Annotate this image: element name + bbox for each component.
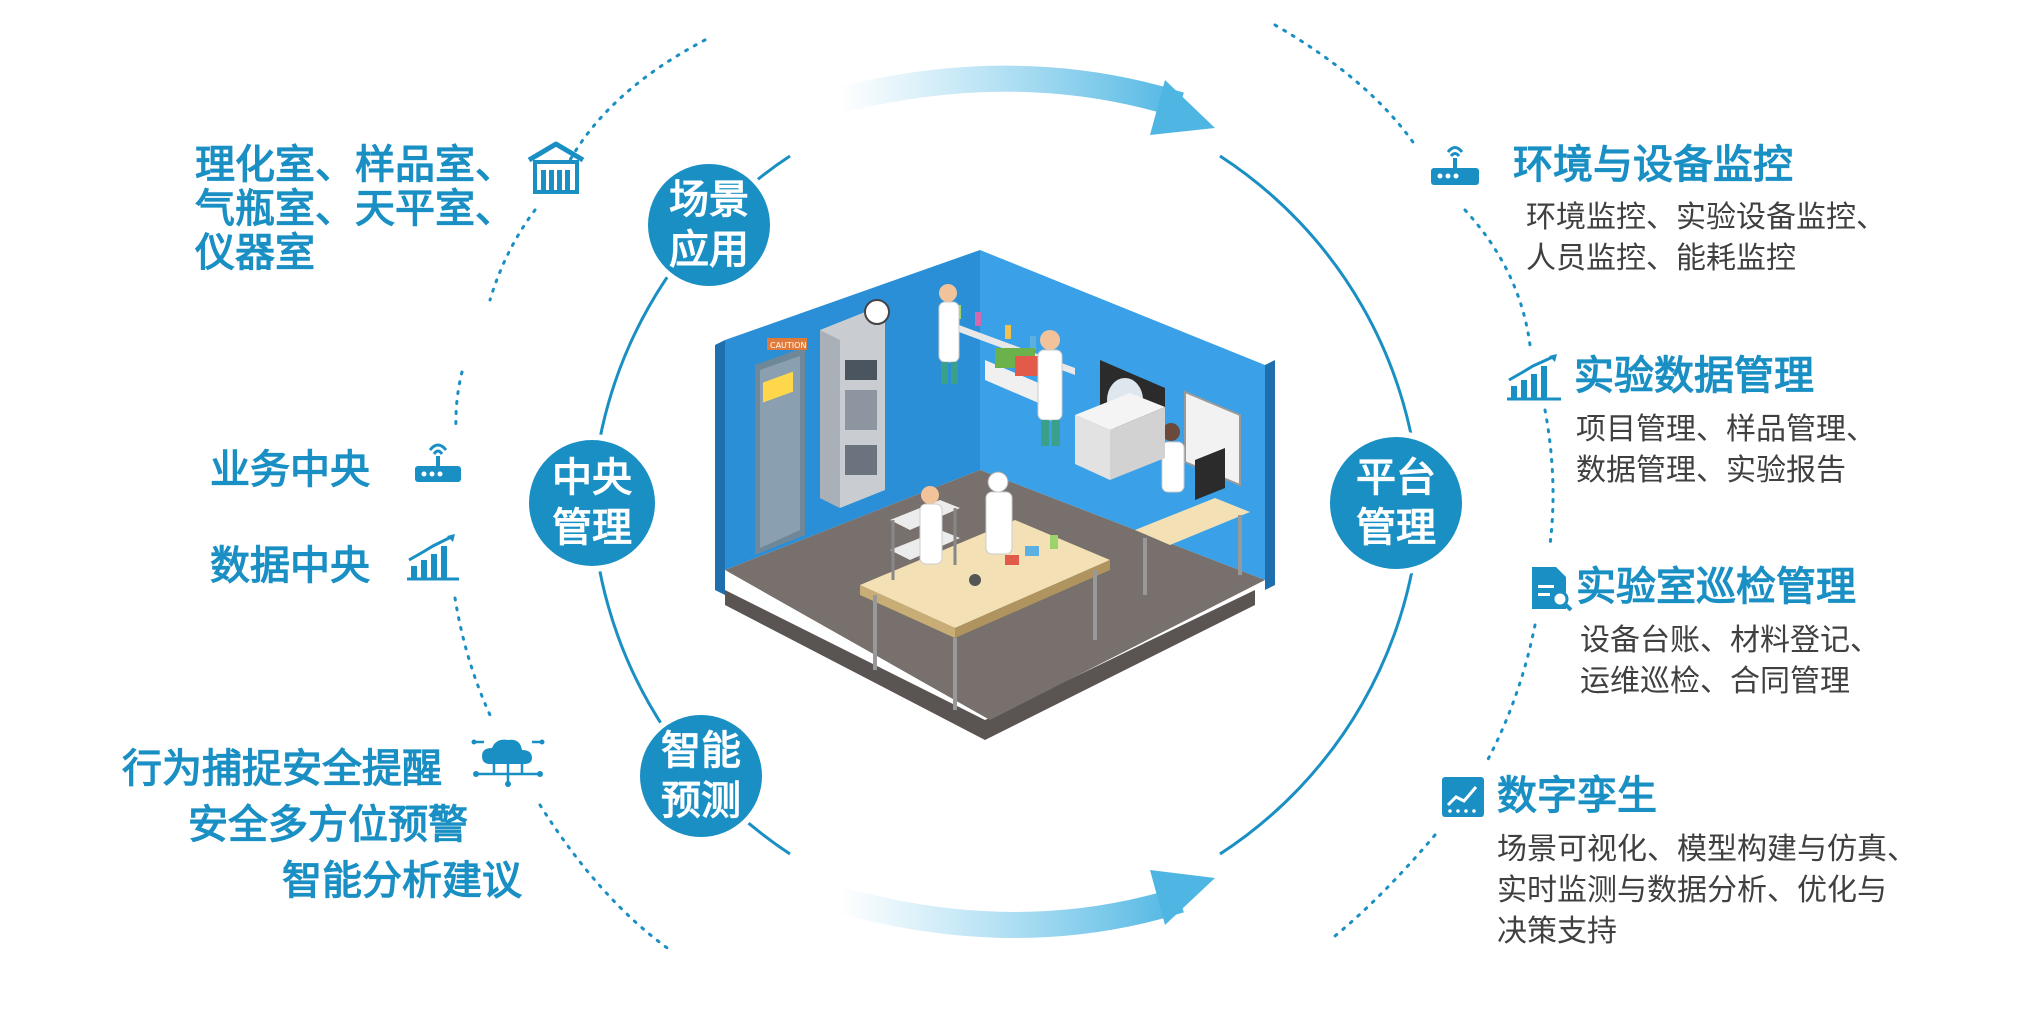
data-center-label: 数据中央 [210,543,370,589]
patrol-management-desc2: 运维巡检、合同管理 [1580,664,1850,699]
env-monitoring-title: 环境与设备监控 [1513,142,1793,188]
data-management-desc1: 项目管理、样品管理、 [1576,412,1876,447]
caution-sign [767,338,807,350]
bubble-platform-line2: 管理 [1356,505,1436,551]
room-types-line1: 理化室、样品室、 [195,142,515,188]
prediction-line3: 智能分析建议 [282,858,522,904]
bubble-scene-application: 场景 应用 [648,164,770,286]
bubble-central-management: 中央 管理 [529,440,655,566]
bubble-central-line1: 中央 [552,455,632,501]
bubble-scene-line1: 场景 [669,177,749,223]
prediction-line1: 行为捕捉安全提醒 [122,746,442,792]
data-management-title: 实验数据管理 [1574,353,1814,399]
top-arrow-shaft [836,65,1184,118]
document-search-icon [1528,563,1574,613]
bubble-scene-line2: 应用 [669,227,749,273]
bubble-smart-prediction: 智能 预测 [640,715,762,837]
scientist-1 [938,284,960,384]
env-monitoring-desc2: 人员监控、能耗监控 [1526,241,1796,276]
scientist-5 [1161,423,1185,493]
business-center-label: 业务中央 [210,447,370,493]
scientist-3 [919,486,943,565]
env-monitoring-desc1: 环境监控、实验设备监控、 [1526,200,1886,235]
scientist-2 [1037,330,1063,446]
bubble-central-line2: 管理 [552,505,632,551]
router-icon [412,436,464,486]
prediction-line2: 安全多方位预警 [188,802,468,848]
bubble-smart-line2: 预测 [661,778,741,824]
digital-twin-title: 数字孪生 [1497,773,1657,819]
room-types-line3: 仪器室 [195,230,315,276]
bubble-smart-line1: 智能 [661,728,741,774]
caution-sign-text: CAUTION [770,341,806,350]
digital-twin-desc3: 决策支持 [1497,914,1617,949]
growth-chart-icon [1505,352,1563,402]
room-types-line2: 气瓶室、天平室、 [195,186,515,232]
patrol-management-desc1: 设备台账、材料登记、 [1580,623,1880,658]
bubble-platform-line1: 平台 [1356,455,1436,501]
growth-chart-icon [405,532,461,582]
bottom-arrow-head [1150,870,1215,925]
top-arrow-head [1150,80,1215,135]
patrol-management-title: 实验室巡检管理 [1576,564,1856,610]
scientist-4 [985,471,1013,555]
router-icon [1428,140,1482,188]
bottom-arrow-shaft [836,887,1184,938]
bubble-platform-management: 平台 管理 [1330,437,1462,569]
cloud-network-icon [470,728,546,790]
lab-room-illustration: CAUTION [715,250,1275,740]
digital-twin-desc1: 场景可视化、模型构建与仿真、 [1497,832,1917,867]
warehouse-icon [525,140,587,196]
digital-twin-desc2: 实时监测与数据分析、优化与 [1497,873,1887,908]
monitor-chart-icon [1440,775,1486,821]
data-management-desc2: 数据管理、实验报告 [1576,453,1846,488]
